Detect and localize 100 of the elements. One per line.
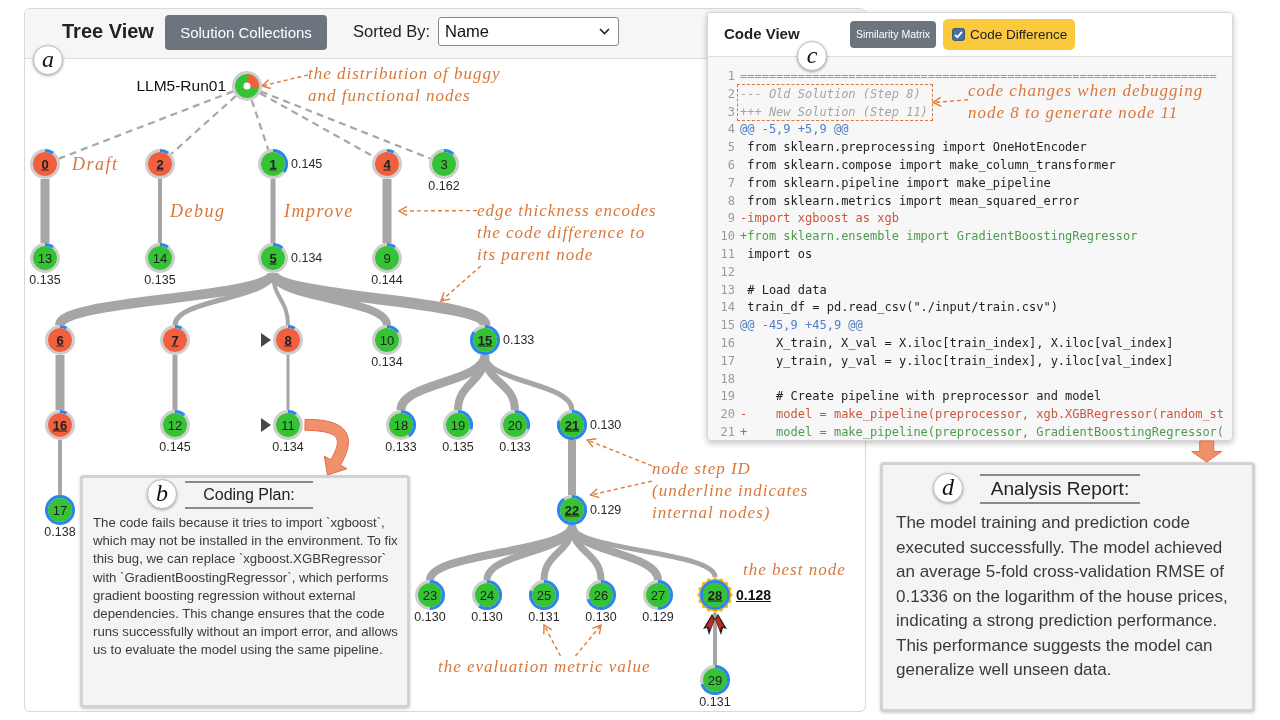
action-label: Draft (72, 153, 119, 175)
metric-value: 0.130 (413, 610, 447, 625)
metric-value: 0.135 (28, 273, 62, 288)
code-line: ================================================================== (740, 69, 1217, 83)
code-line: + model = make_pipeline(preprocessor, GradientBoostingRegressor( (740, 425, 1225, 439)
node-id: 25 (536, 587, 552, 603)
panel-title: Tree View (62, 19, 154, 44)
line-number: 6 (726, 158, 735, 172)
code-line: y_train, y_val = y.iloc[train_index], y.iloc[val_index] (776, 353, 1174, 368)
metric-value: 0.128 (736, 587, 772, 603)
node-id: 6 (56, 332, 64, 348)
code-difference-button: Code Difference (943, 19, 1075, 50)
metric-value: 0.133 (384, 440, 418, 455)
metric-value: 0.134 (271, 440, 305, 455)
tree-edge (58, 90, 234, 160)
leader-line (574, 624, 602, 657)
leader-line (440, 265, 482, 302)
metric-value: 0.133 (503, 332, 535, 348)
metric-value: 0.129 (641, 610, 675, 625)
tree-edge (713, 613, 717, 665)
line-number: 1 (726, 69, 735, 83)
code-line: # Load data (747, 282, 827, 297)
panel-title: Coding Plan: (185, 481, 313, 509)
metric-value: 0.130 (584, 610, 618, 625)
code-line: from sklearn.preprocessing import OneHotEncoder (747, 140, 1087, 155)
block-arrow (1191, 440, 1223, 463)
line-number: 2 (726, 86, 735, 101)
node-id: 9 (383, 250, 391, 266)
coding-plan-card (80, 475, 410, 708)
node-id: 22 (564, 502, 580, 518)
annotation-text: edge thickness encodes the code difference to its parent node (477, 200, 669, 266)
node-id: 2 (156, 156, 164, 172)
line-number: 18 (719, 371, 735, 386)
leader-line (589, 480, 653, 499)
node-id: 27 (650, 587, 666, 603)
code-line: from sklearn.pipeline import make_pipeline (747, 175, 1051, 190)
metric-value: 0.131 (527, 610, 561, 625)
node-id: 1 (269, 156, 277, 172)
metric-value: 0.145 (158, 440, 192, 455)
metric-value: 0.144 (370, 273, 404, 288)
metric-value: 0.162 (427, 179, 461, 194)
node-id: 7 (171, 332, 179, 348)
line-number: 11 (719, 247, 735, 261)
line-number: 19 (719, 389, 735, 404)
node-id: 19 (450, 417, 466, 433)
line-number: 21 (719, 425, 735, 439)
panel-title: Analysis Report: (980, 474, 1140, 504)
code-line: -import xgboost as xgb (740, 211, 899, 226)
metric-value: 0.129 (590, 502, 622, 518)
line-number: 7 (726, 175, 735, 190)
tree-edge (40, 179, 50, 243)
action-label: Improve (284, 200, 354, 222)
line-number: 16 (719, 336, 735, 350)
annotation-text: node step ID (underline indicates internal nodes) (652, 458, 830, 524)
similarity-matrix-button: Similarity Matrix (850, 21, 936, 48)
node-id: 13 (37, 250, 53, 266)
tree-edge (270, 179, 276, 243)
tree-edge (172, 355, 178, 410)
metric-value: 0.134 (291, 250, 323, 266)
code-line: +from sklearn.ensemble import GradientBoostingRegressor (740, 229, 1138, 244)
node-id: 14 (152, 250, 168, 266)
annotation-text: the distribution of buggy and functional nodes (308, 63, 523, 107)
node-id: 3 (440, 156, 448, 172)
code-line: from sklearn.compose import make_column_transformer (747, 158, 1116, 172)
panel-body-text: The model training and prediction code executed successfully. The model achieved an average 5-fold cross-validation RMSE of 0.1336 on the logarithm of the house prices, indicating a strong prediction performance. This performance suggests the model can generalize well unseen data. (896, 512, 1229, 681)
metric-value: 0.130 (470, 610, 504, 625)
annotation-text: the best node (743, 559, 846, 581)
node-id: 17 (52, 502, 68, 518)
tree-edge (158, 179, 162, 243)
line-number: 8 (726, 193, 735, 208)
metric-value: 0.134 (370, 355, 404, 370)
node-id: 16 (52, 417, 68, 433)
action-label: Debug (170, 200, 226, 222)
tree-edge (170, 95, 237, 155)
line-number: 5 (726, 140, 735, 155)
line-number: 3 (726, 104, 735, 119)
highlight-box (737, 84, 933, 121)
sort-dropdown: Name (438, 17, 619, 46)
node-id: 0 (41, 156, 49, 172)
code-line: - model = make_pipeline(preprocessor, xgb.XGBRegressor(random_st (740, 407, 1225, 422)
node-id: 18 (393, 417, 409, 433)
tree-edge (260, 90, 431, 160)
leader-line (543, 624, 562, 657)
code-view-panel (707, 12, 1233, 441)
metric-value: 0.130 (590, 417, 622, 433)
tree-edge (58, 440, 62, 495)
line-number: 10 (719, 229, 735, 244)
node-id: 10 (379, 332, 395, 348)
metric-value: 0.135 (441, 440, 475, 455)
node-id: 4 (383, 156, 391, 172)
annotation-text: code changes when debugging node 8 to generate node 11 (968, 80, 1230, 124)
code-line: --- Old Solution (Step 8) (740, 86, 921, 101)
node-id: 28 (707, 587, 723, 603)
panel-title: Code View (724, 24, 800, 44)
leader-line (261, 74, 309, 90)
sort-label: Sorted By: (353, 21, 431, 42)
collections-button: Solution Collections (165, 15, 327, 50)
code-line: +++ New Solution (Step 11) (740, 104, 928, 119)
tree-edge (55, 355, 65, 410)
node-id: 11 (281, 417, 295, 433)
